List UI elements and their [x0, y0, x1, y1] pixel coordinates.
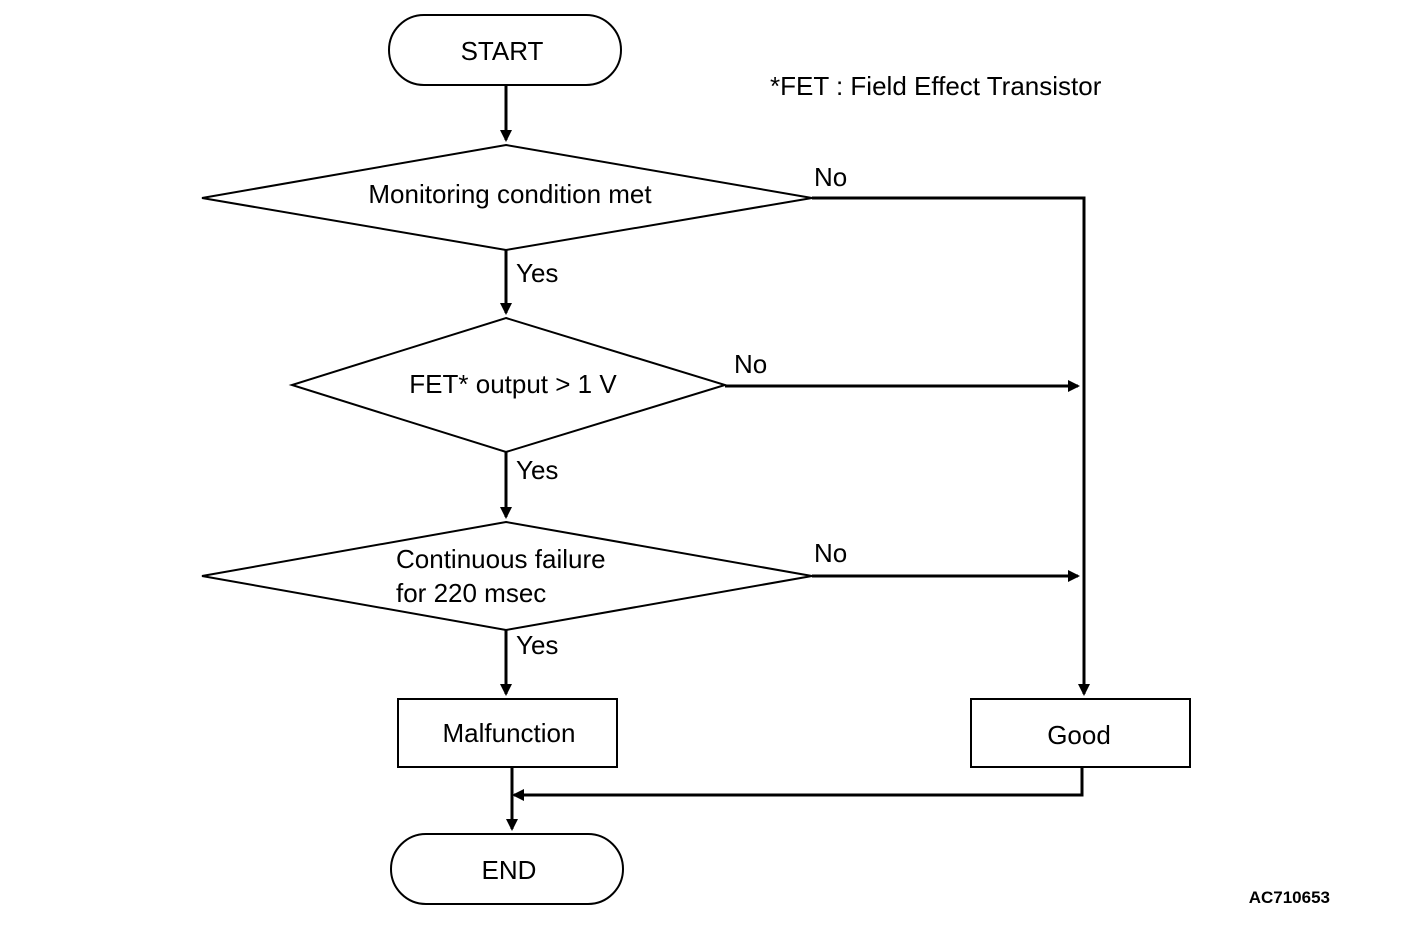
- decision2-yes-label: Yes: [516, 455, 558, 485]
- decision3-no-label: No: [814, 538, 847, 568]
- malfunction-box: Malfunction: [397, 698, 618, 768]
- end-label: END: [482, 855, 537, 885]
- decision1-yes-label: Yes: [516, 258, 558, 288]
- decision-monitoring-condition: Monitoring condition met: [201, 143, 813, 252]
- edge-good-to-end: [512, 767, 1084, 801]
- good-label: Good: [1047, 720, 1111, 750]
- decision3-label-line1: Continuous failure: [396, 544, 606, 574]
- decision-continuous-failure: Continuous failure for 220 msec: [201, 520, 813, 632]
- decision3-yes-label: Yes: [516, 630, 558, 660]
- malfunction-label: Malfunction: [443, 718, 576, 748]
- edge-decision1-no-to-good: [812, 196, 1090, 696]
- start-terminal: START: [388, 14, 622, 86]
- good-box: Good: [970, 698, 1191, 768]
- decision2-label: FET* output > 1 V: [409, 369, 617, 399]
- end-terminal: END: [390, 833, 624, 905]
- decision-fet-output: FET* output > 1 V: [288, 316, 729, 454]
- decision1-no-label: No: [814, 162, 847, 192]
- decision2-no-label: No: [734, 349, 767, 379]
- figure-code: AC710653: [1249, 888, 1330, 907]
- footnote: *FET : Field Effect Transistor: [770, 71, 1102, 101]
- start-label: START: [461, 36, 544, 66]
- decision3-label-line2: for 220 msec: [396, 578, 546, 608]
- decision1-label: Monitoring condition met: [368, 179, 652, 209]
